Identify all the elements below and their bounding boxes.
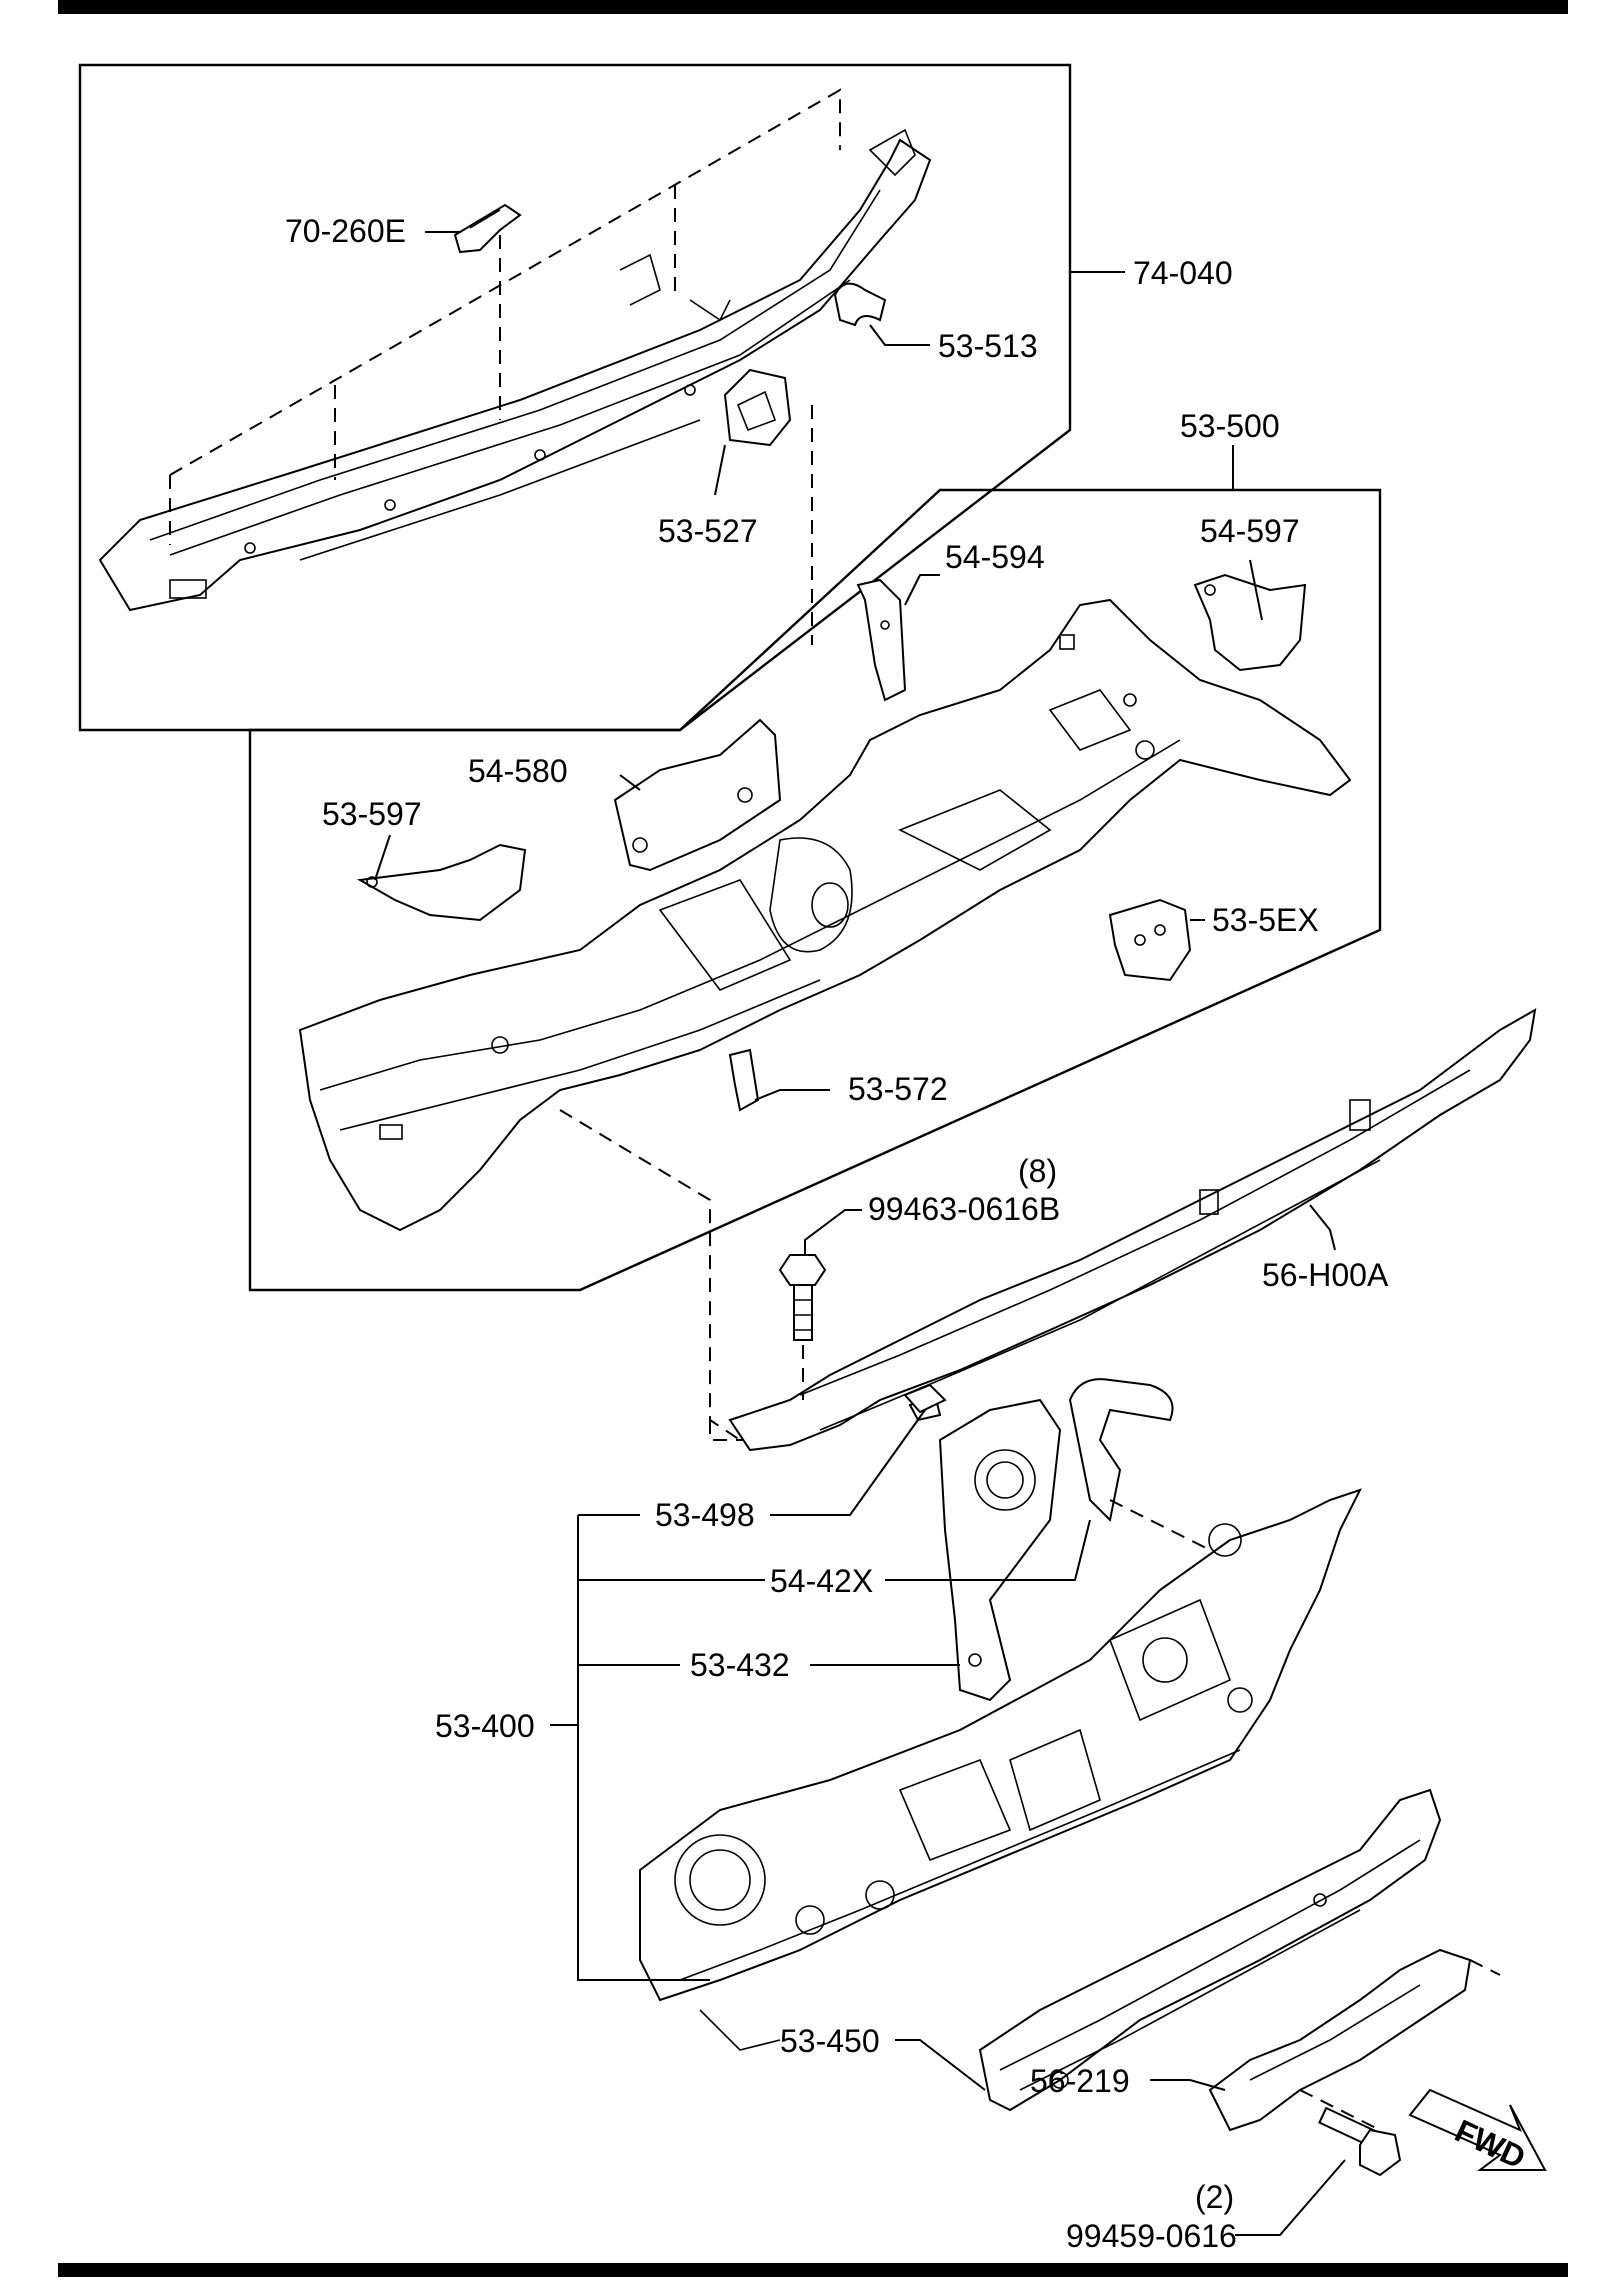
leader-lines: [374, 231, 1346, 2236]
label-53-572: 53-572: [848, 1071, 948, 1107]
label-53-5EX: 53-5EX: [1212, 902, 1319, 938]
top-border-bar: [58, 0, 1568, 14]
bracket-54-580: [613, 718, 782, 872]
group-box-floor: [248, 488, 1382, 1292]
label-74-040: 74-040: [1133, 255, 1233, 291]
crossmember-56-H00A: [728, 1008, 1537, 1452]
label-56-H00A: 56-H00A: [1262, 1257, 1389, 1293]
bracket-53-597: [356, 843, 527, 922]
label-53-527: 53-527: [658, 513, 758, 549]
alignment-lines-dash: [1109, 1499, 1211, 1551]
label-bolt-b-qty: (2): [1195, 2179, 1234, 2215]
alignment-line-bolt-b: [1299, 2089, 1381, 2131]
bolt-99463-0616B: [778, 1254, 827, 1400]
label-70-260E: 70-260E: [285, 213, 406, 249]
bracket-54-597: [1193, 573, 1307, 672]
label-53-500: 53-500: [1180, 408, 1280, 444]
cowl-panel-part: [98, 128, 932, 612]
alignment-lines-box1: [169, 88, 841, 645]
clip-53-498: [903, 1383, 947, 1414]
label-54-42X: 54-42X: [770, 1563, 873, 1599]
dash-panel-53-400: [639, 1488, 1362, 2051]
bracket-70-260E: [453, 203, 522, 254]
label-54-597: 54-597: [1200, 513, 1300, 549]
label-53-513: 53-513: [938, 328, 1038, 364]
label-53-400: 53-400: [435, 1708, 535, 1744]
alignment-lines-box2: [559, 1109, 800, 1441]
label-99463-0616B: 99463-0616B: [868, 1191, 1060, 1227]
bracket-54-594: [856, 578, 907, 702]
bottom-border-bar: [58, 2263, 1568, 2277]
label-54-580: 54-580: [468, 753, 568, 789]
member-53-450: [978, 1788, 1442, 2112]
label-53-432: 53-432: [690, 1647, 790, 1683]
group-box-cowl: [78, 63, 1072, 732]
bracket-54-42X: [938, 1378, 1174, 1702]
label-53-597: 53-597: [322, 796, 422, 832]
label-53-498: 53-498: [655, 1497, 755, 1533]
clip-53-513: [833, 282, 887, 327]
label-99459-0616: 99459-0616: [1066, 2218, 1237, 2254]
label-53-450: 53-450: [780, 2023, 880, 2059]
floor-panel-part: [298, 598, 1352, 1232]
bolt-99459-0616: [1318, 2106, 1402, 2177]
label-56-219: 56-219: [1030, 2063, 1130, 2099]
alignment-line-56-219: [1469, 1959, 1501, 1976]
label-bolt-a-qty: (8): [1018, 1153, 1057, 1189]
fwd-direction-arrow: FWD: [1408, 2088, 1547, 2176]
bracket-53-5EX: [1108, 898, 1192, 982]
bracket-53-572: [728, 1048, 760, 1112]
bracket-56-219: [1208, 1948, 1472, 2132]
bracket-53-527: [723, 368, 792, 447]
label-54-594: 54-594: [945, 539, 1045, 575]
